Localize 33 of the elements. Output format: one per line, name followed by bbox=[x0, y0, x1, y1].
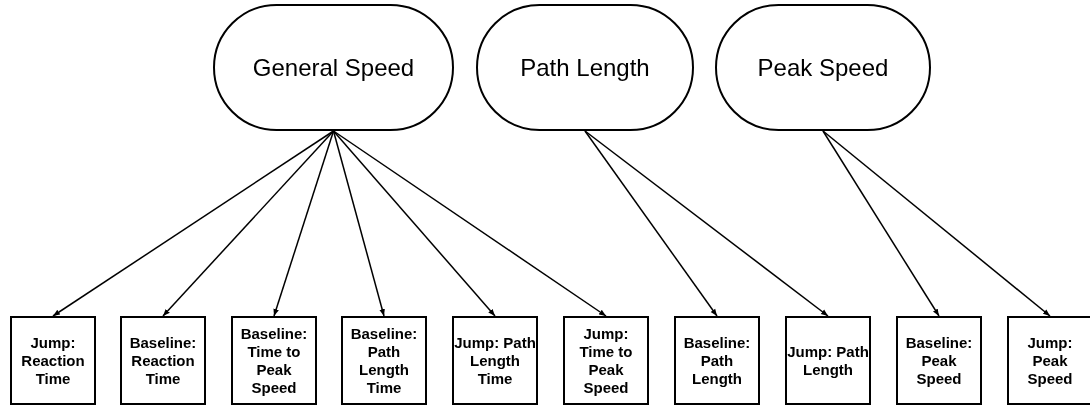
measure-box bbox=[452, 316, 538, 405]
arrow bbox=[332, 130, 607, 317]
arrow bbox=[822, 130, 1051, 317]
arrow bbox=[332, 130, 385, 317]
measure-box bbox=[341, 316, 427, 405]
node-label: Baseline: Path Length Time bbox=[349, 324, 419, 397]
measure-box bbox=[563, 316, 649, 405]
measure-box bbox=[10, 316, 96, 405]
node-label: Baseline: Time to Peak Speed bbox=[239, 324, 309, 397]
arrow bbox=[162, 130, 335, 317]
node-label: Peak Speed bbox=[757, 53, 889, 82]
node-label: Jump: Time to Peak Speed bbox=[578, 324, 634, 397]
node-label: Jump: Path Length Time bbox=[454, 333, 536, 388]
measure-box bbox=[674, 316, 760, 405]
arrow bbox=[273, 130, 335, 317]
arrow bbox=[52, 130, 335, 317]
arrow bbox=[584, 130, 718, 317]
measure-box bbox=[896, 316, 982, 405]
node-label: Baseline: Peak Speed bbox=[904, 333, 974, 388]
measure-box bbox=[120, 316, 206, 405]
measure-box bbox=[231, 316, 317, 405]
measure-box bbox=[1007, 316, 1090, 405]
arrow bbox=[332, 130, 496, 317]
node-label: Jump: Reaction Time bbox=[20, 333, 86, 388]
node-label: Jump: Path Length bbox=[787, 342, 869, 379]
node-label: Baseline: Path Length bbox=[682, 333, 752, 388]
node-label: Path Length bbox=[520, 53, 650, 82]
node-label: General Speed bbox=[252, 53, 415, 82]
arrow bbox=[822, 130, 940, 317]
measure-box bbox=[785, 316, 871, 405]
node-label: Jump: Peak Speed bbox=[1026, 333, 1074, 388]
node-label: Baseline: Reaction Time bbox=[128, 333, 198, 388]
arrow bbox=[584, 130, 829, 317]
